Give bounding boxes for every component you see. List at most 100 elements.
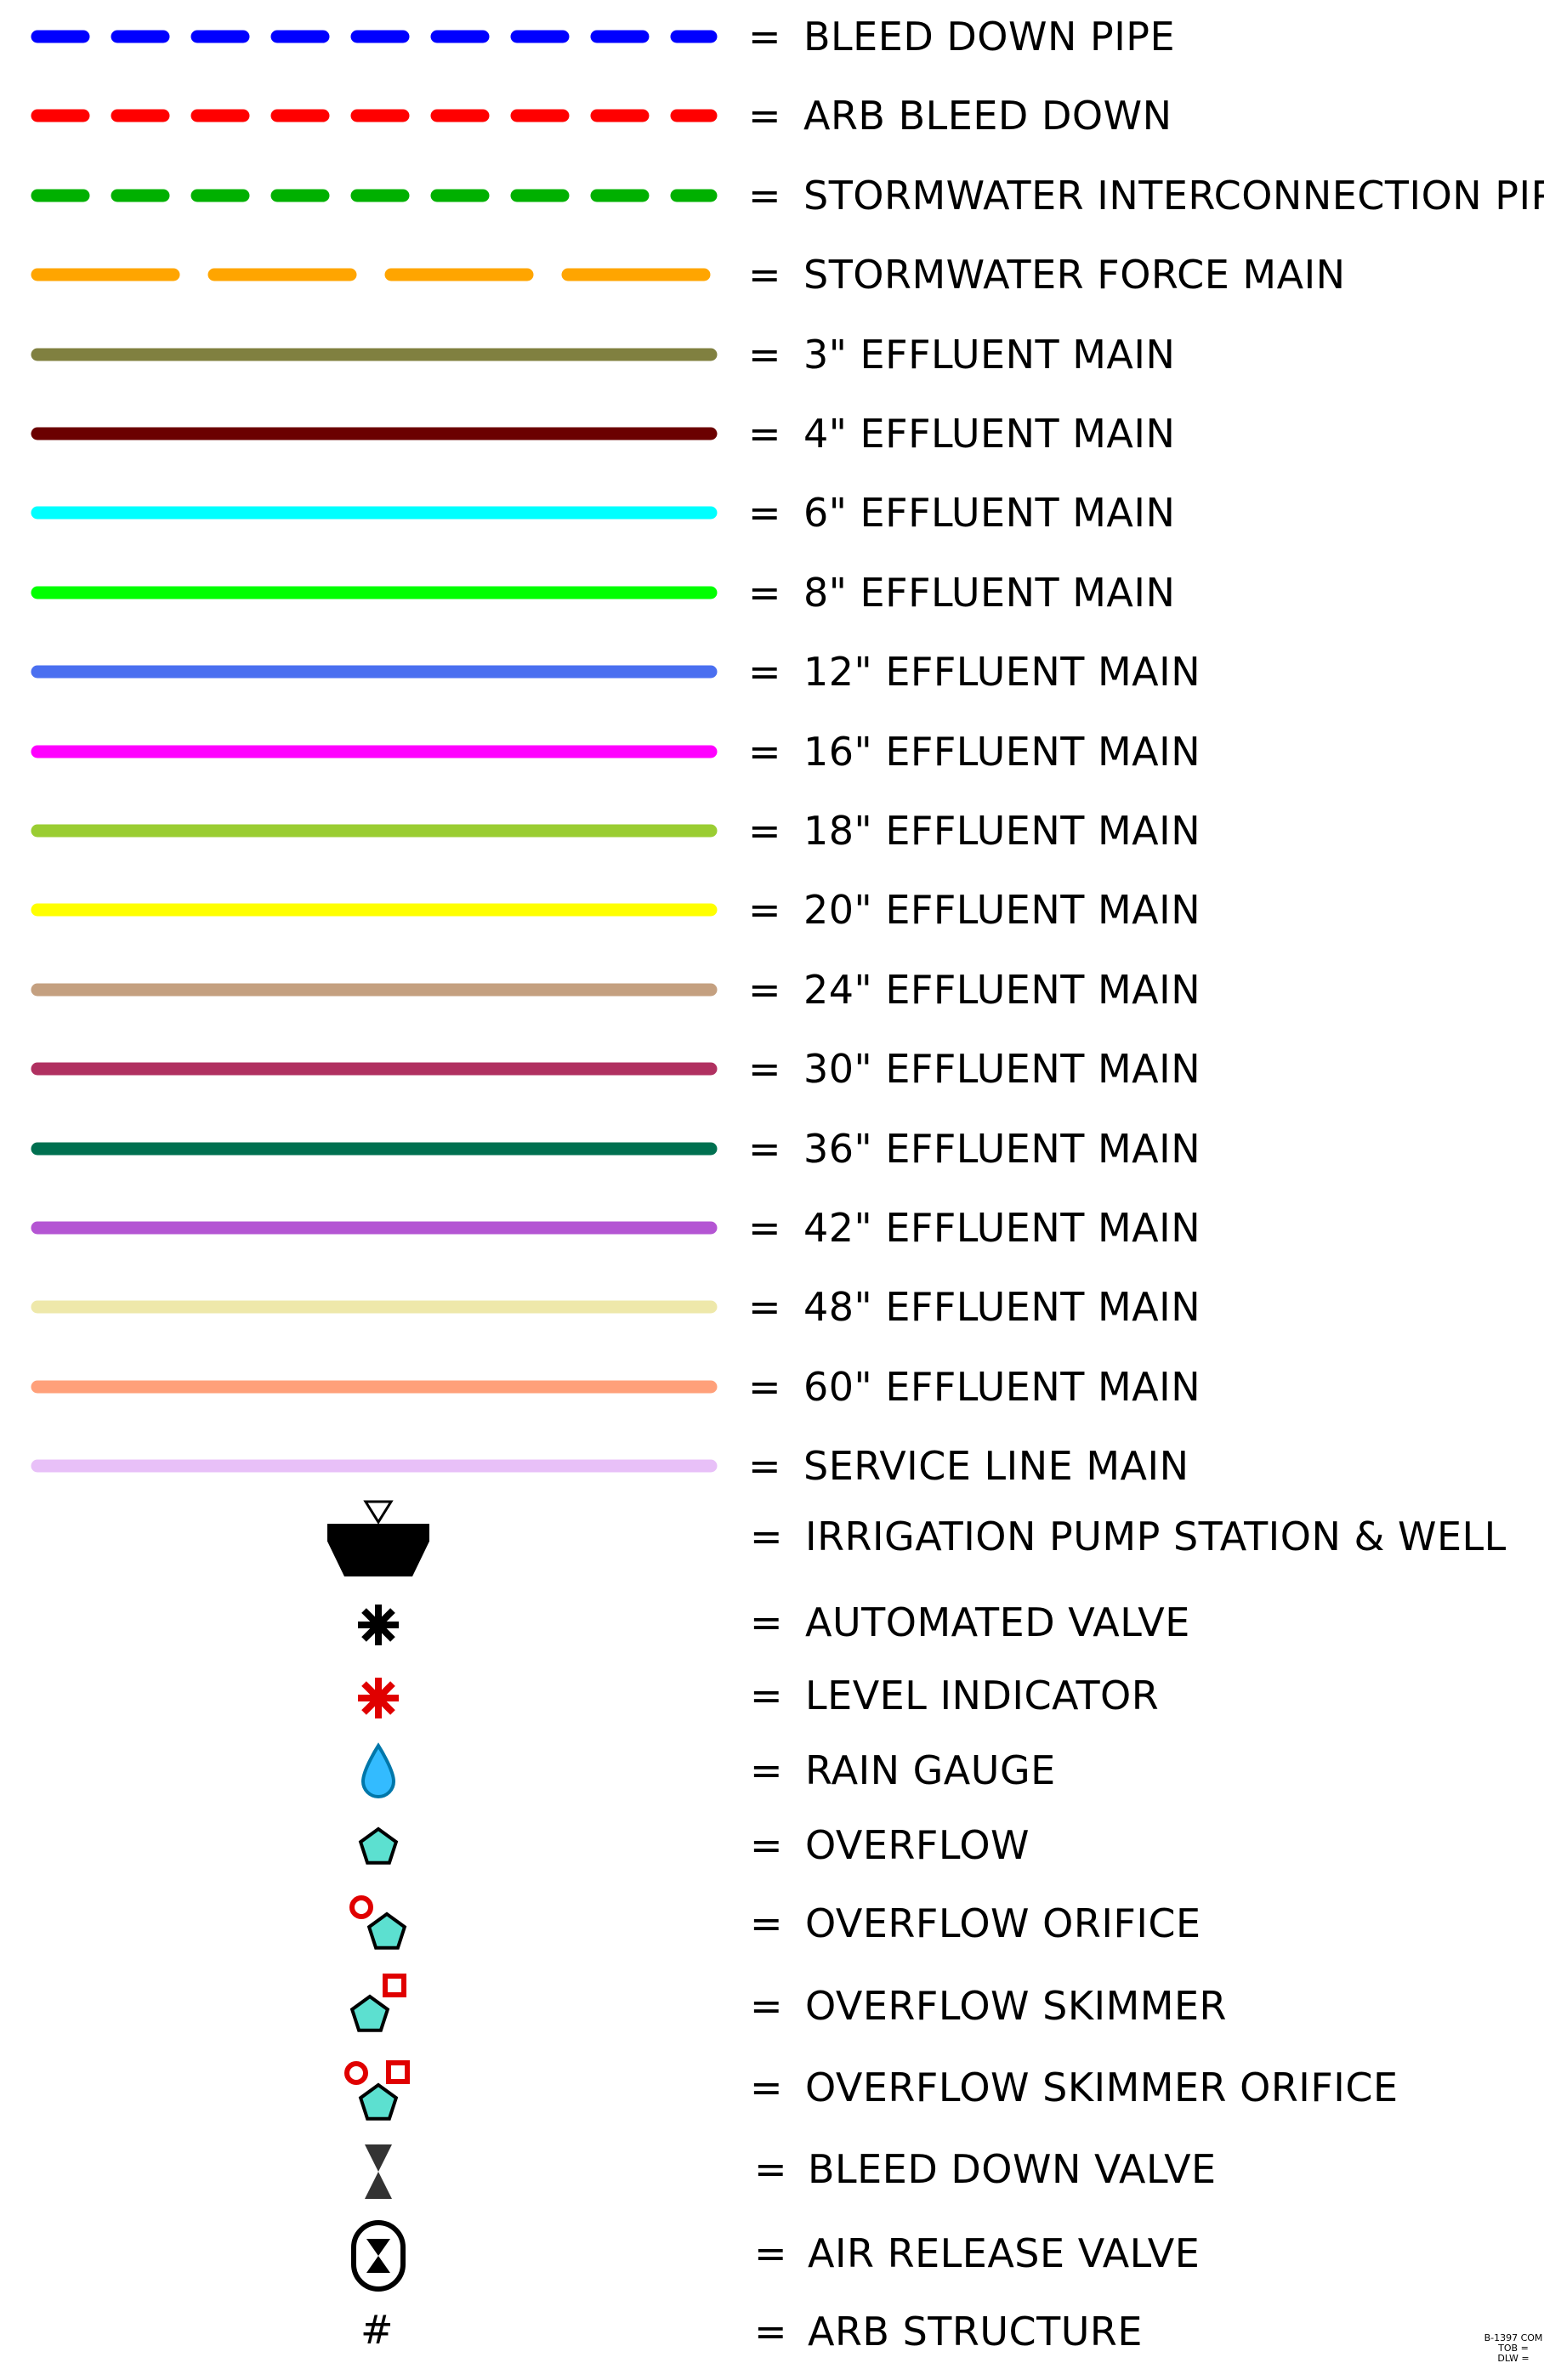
legend-row-bleed-down-pipe: = BLEED DOWN PIPE bbox=[0, 17, 1544, 85]
legend-label: 3" EFFLUENT MAIN bbox=[803, 332, 1176, 378]
legend-row-air-release-valve: = AIR RELEASE VALVE bbox=[0, 2220, 1544, 2302]
equals-sign: = bbox=[748, 490, 781, 536]
pentagon-with-square-icon bbox=[349, 1974, 406, 2032]
equals-sign: = bbox=[748, 729, 781, 775]
line-sample-36-inch-effluent-main bbox=[31, 1142, 718, 1156]
legend-label: 16" EFFLUENT MAIN bbox=[803, 729, 1201, 775]
line-sample-4-inch-effluent-main bbox=[31, 427, 718, 440]
equals-sign: = bbox=[748, 1126, 781, 1172]
equals-sign: = bbox=[750, 1747, 783, 1793]
equals-sign: = bbox=[750, 1514, 783, 1559]
equals-sign: = bbox=[748, 173, 781, 219]
legend-label: OVERFLOW bbox=[805, 1822, 1030, 1868]
line-sample-service-line-main bbox=[31, 1459, 718, 1473]
legend-row-service-line-main: =SERVICE LINE MAIN bbox=[0, 1446, 1544, 1514]
bowtie-valve-icon bbox=[365, 2144, 392, 2199]
equals-sign: = bbox=[748, 1284, 781, 1330]
asterisk-black-icon bbox=[358, 1605, 399, 1645]
legend-row-60-inch-effluent-main: = 60" EFFLUENT MAIN bbox=[0, 1367, 1544, 1435]
equals-sign: = bbox=[748, 967, 781, 1013]
line-sample-bleed-down-pipe bbox=[31, 30, 718, 43]
equals-sign: = bbox=[748, 649, 781, 695]
legend-row-rain-gauge: = RAIN GAUGE bbox=[0, 1742, 1544, 1819]
line-sample-60-inch-effluent-main bbox=[31, 1380, 718, 1394]
legend-label: 8" EFFLUENT MAIN bbox=[803, 570, 1176, 616]
legend-label: 18" EFFLUENT MAIN bbox=[803, 808, 1201, 854]
line-sample-18-inch-effluent-main bbox=[31, 824, 718, 838]
legend-row-16-inch-effluent-main: = 16" EFFLUENT MAIN bbox=[0, 732, 1544, 800]
asterisk-red-icon bbox=[358, 1678, 399, 1718]
legend-label: 20" EFFLUENT MAIN bbox=[803, 887, 1201, 933]
legend-label: OVERFLOW ORIFICE bbox=[805, 1900, 1201, 1946]
legend-row-automated-valve: =AUTOMATED VALVE bbox=[0, 1603, 1544, 1671]
legend-label: OVERFLOW SKIMMER bbox=[805, 1983, 1227, 2029]
legend-row-stormwater-interconnection-pipe: = STORMWATER INTERCONNECTION PIPE bbox=[0, 176, 1544, 244]
line-sample-arb-bleed-down bbox=[31, 109, 718, 122]
legend-label: BLEED DOWN PIPE bbox=[803, 14, 1176, 60]
equals-sign: = bbox=[748, 14, 781, 60]
legend-label: 42" EFFLUENT MAIN bbox=[803, 1205, 1201, 1251]
circled-bowtie-valve-icon bbox=[351, 2220, 406, 2292]
legend-row-arb-bleed-down: =ARB BLEED DOWN bbox=[0, 96, 1544, 164]
equals-sign: = bbox=[750, 1983, 783, 2029]
line-sample-stormwater-force-main bbox=[31, 268, 718, 281]
line-sample-48-inch-effluent-main bbox=[31, 1300, 718, 1314]
legend-row-irrigation-pump-station-and-well: =IRRIGATION PUMP STATION & WELL bbox=[0, 1500, 1544, 1585]
equals-sign: = bbox=[748, 1364, 781, 1410]
equals-sign: = bbox=[750, 1673, 783, 1718]
equals-sign: = bbox=[748, 411, 781, 457]
line-sample-42-inch-effluent-main bbox=[31, 1221, 718, 1235]
legend-row-3-inch-effluent-main: = 3" EFFLUENT MAIN bbox=[0, 335, 1544, 403]
legend-label: ARB STRUCTURE bbox=[808, 2309, 1143, 2354]
equals-sign: = bbox=[750, 1599, 783, 1645]
equals-sign: = bbox=[748, 1046, 781, 1092]
pentagon-icon bbox=[358, 1826, 399, 1865]
legend-label: STORMWATER INTERCONNECTION PIPE bbox=[803, 173, 1544, 219]
equals-sign: = bbox=[754, 2230, 787, 2276]
legend-label: RAIN GAUGE bbox=[805, 1747, 1056, 1793]
legend-label: 24" EFFLUENT MAIN bbox=[803, 967, 1201, 1013]
equals-sign: = bbox=[748, 1443, 781, 1489]
legend-label: 48" EFFLUENT MAIN bbox=[803, 1284, 1201, 1330]
legend-row-12-inch-effluent-main: = 12" EFFLUENT MAIN bbox=[0, 652, 1544, 720]
line-sample-24-inch-effluent-main bbox=[31, 983, 718, 997]
line-sample-8-inch-effluent-main bbox=[31, 586, 718, 599]
legend-row-8-inch-effluent-main: =8" EFFLUENT MAIN bbox=[0, 573, 1544, 641]
legend-row-arb-structure: =ARB STRUCTURE# bbox=[0, 2309, 1544, 2380]
equals-sign: = bbox=[748, 93, 781, 139]
legend-row-48-inch-effluent-main: = 48" EFFLUENT MAIN bbox=[0, 1287, 1544, 1355]
equals-sign: = bbox=[754, 2309, 787, 2354]
line-sample-12-inch-effluent-main bbox=[31, 665, 718, 679]
line-sample-stormwater-interconnection-pipe bbox=[31, 189, 718, 202]
legend-row-24-inch-effluent-main: = 24" EFFLUENT MAIN bbox=[0, 970, 1544, 1038]
legend-label: AUTOMATED VALVE bbox=[805, 1599, 1190, 1645]
legend-row-36-inch-effluent-main: = 36" EFFLUENT MAIN bbox=[0, 1129, 1544, 1197]
line-sample-30-inch-effluent-main bbox=[31, 1062, 718, 1076]
line-sample-16-inch-effluent-main bbox=[31, 745, 718, 758]
line-sample-6-inch-effluent-main bbox=[31, 506, 718, 520]
legend-label: 6" EFFLUENT MAIN bbox=[803, 490, 1176, 536]
stamp-line-2: TOB = bbox=[1498, 2343, 1529, 2354]
legend-label: BLEED DOWN VALVE bbox=[808, 2146, 1217, 2192]
line-sample-3-inch-effluent-main bbox=[31, 348, 718, 361]
legend-label: 4" EFFLUENT MAIN bbox=[803, 411, 1176, 457]
legend-label: 12" EFFLUENT MAIN bbox=[803, 649, 1201, 695]
pentagon-with-circle-and-square-icon bbox=[344, 2060, 410, 2121]
drawing-stamp: B-1397 COM TOB = DLW = bbox=[1483, 2333, 1544, 2364]
legend-row-20-inch-effluent-main: =20" EFFLUENT MAIN bbox=[0, 890, 1544, 958]
equals-sign: = bbox=[750, 1822, 783, 1868]
pump-station-well-icon bbox=[327, 1500, 429, 1576]
legend-row-level-indicator: =LEVEL INDICATOR bbox=[0, 1676, 1544, 1744]
equals-sign: = bbox=[750, 2065, 783, 2110]
legend-row-overflow-orifice: =OVERFLOW ORIFICE bbox=[0, 1895, 1544, 1972]
water-drop-icon bbox=[360, 1742, 396, 1798]
legend-label: 60" EFFLUENT MAIN bbox=[803, 1364, 1201, 1410]
legend-label: OVERFLOW SKIMMER ORIFICE bbox=[805, 2065, 1399, 2110]
legend-row-42-inch-effluent-main: =42" EFFLUENT MAIN bbox=[0, 1208, 1544, 1276]
legend-label: 36" EFFLUENT MAIN bbox=[803, 1126, 1201, 1172]
equals-sign: = bbox=[748, 332, 781, 378]
legend-row-overflow-skimmer-orifice: = OVERFLOW SKIMMER ORIFICE bbox=[0, 2060, 1544, 2136]
legend-label: STORMWATER FORCE MAIN bbox=[803, 252, 1346, 298]
legend-label: AIR RELEASE VALVE bbox=[808, 2230, 1201, 2276]
equals-sign: = bbox=[748, 252, 781, 298]
